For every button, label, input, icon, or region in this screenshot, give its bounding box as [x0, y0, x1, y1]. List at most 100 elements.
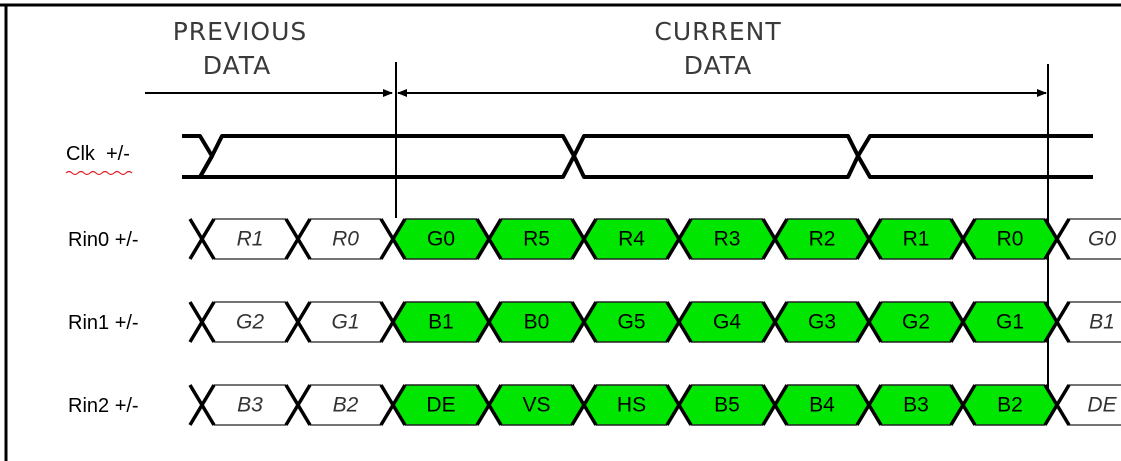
previous-data-cell	[298, 302, 393, 342]
cell-outline	[501, 384, 572, 426]
previous-data-cell	[298, 219, 393, 259]
current-data-cell	[393, 385, 489, 425]
data-transition-cross	[855, 384, 883, 426]
cell-label: R4	[618, 228, 645, 251]
cell-label: B2	[333, 394, 359, 417]
cell-label: R1	[903, 228, 930, 251]
cell-outline	[691, 218, 763, 260]
signal-label: Rin0 +/-	[68, 229, 139, 251]
cell-label: B3	[237, 394, 263, 417]
cell-outline	[310, 218, 381, 260]
cell-label: R3	[714, 228, 741, 251]
cell-label: VS	[522, 394, 550, 417]
cell-label: B4	[809, 394, 835, 417]
previous-data-cell	[202, 219, 298, 259]
cell-label: G5	[617, 311, 645, 334]
data-transition-cross	[761, 301, 789, 343]
cell-outline	[501, 218, 572, 260]
cell-outline	[787, 301, 857, 343]
cell-outline	[975, 384, 1045, 426]
cell-label: R0	[997, 228, 1024, 251]
current-data-cell	[584, 385, 679, 425]
current-data-cell	[775, 219, 869, 259]
data-transition-cross	[949, 301, 977, 343]
current-data-cell	[775, 385, 869, 425]
cell-outline	[881, 384, 951, 426]
cell-label: G2	[236, 311, 264, 334]
cell-label: B1	[1089, 311, 1115, 334]
data-transition-cross	[570, 301, 598, 343]
cell-outline	[881, 301, 951, 343]
data-transition-cross	[1043, 218, 1071, 260]
next-data-cell	[1057, 302, 1121, 342]
data-transition-cross	[379, 218, 407, 260]
previous-data-header-line2: DATA	[203, 51, 271, 80]
data-transition-cross	[855, 218, 883, 260]
cell-label: R1	[237, 228, 264, 251]
data-transition-cross	[665, 384, 693, 426]
previous-data-cell	[298, 385, 393, 425]
data-transition-cross	[570, 218, 598, 260]
data-transition-cross	[949, 384, 977, 426]
data-transition-cross	[570, 384, 598, 426]
data-transition-cross	[475, 301, 503, 343]
data-transition-cross	[665, 218, 693, 260]
cell-label: G4	[713, 311, 741, 334]
cell-outline	[405, 384, 477, 426]
cell-outline	[596, 384, 667, 426]
current-data-cell	[584, 302, 679, 342]
cell-label: G2	[902, 311, 930, 334]
cell-label: B3	[903, 394, 929, 417]
previous-data-cell	[202, 302, 298, 342]
cell-label: R2	[809, 228, 836, 251]
current-data-cell	[489, 219, 584, 259]
cell-outline	[214, 301, 286, 343]
previous-data-header-line1: PREVIOUS	[173, 17, 308, 46]
cell-label: B2	[997, 394, 1023, 417]
current-data-cell	[489, 302, 584, 342]
data-transition-cross	[475, 384, 503, 426]
current-data-cell	[393, 302, 489, 342]
cell-label: R0	[332, 228, 359, 251]
previous-data-cell	[202, 385, 298, 425]
data-transition-cross	[379, 301, 407, 343]
cell-outline	[596, 218, 667, 260]
current-data-cell	[584, 219, 679, 259]
cell-label: G1	[331, 311, 359, 334]
current-data-cell	[963, 302, 1057, 342]
cell-label: G1	[996, 311, 1024, 334]
next-data-cell	[1057, 385, 1121, 425]
cell-label: R5	[523, 228, 550, 251]
data-transition-cross	[475, 218, 503, 260]
cell-outline	[975, 218, 1045, 260]
clock-label: Clk +/-	[66, 143, 130, 165]
cell-outline	[787, 384, 857, 426]
cell-label: G3	[808, 311, 836, 334]
cell-outline	[214, 384, 286, 426]
cell-label: B5	[714, 394, 740, 417]
cell-outline	[975, 301, 1045, 343]
data-transition-cross	[1043, 384, 1071, 426]
cell-label: DE	[426, 394, 455, 417]
data-transition-cross	[1043, 301, 1071, 343]
data-transition-cross	[761, 218, 789, 260]
cell-label: DE	[1087, 394, 1117, 417]
current-data-cell	[393, 219, 489, 259]
current-data-header-line2: DATA	[684, 51, 752, 80]
data-transition-cross	[284, 384, 312, 426]
current-data-cell	[775, 302, 869, 342]
data-transition-cross	[188, 384, 216, 426]
cell-label: B0	[524, 311, 550, 334]
cell-outline	[310, 301, 381, 343]
cell-outline	[691, 301, 763, 343]
cell-label: HS	[617, 394, 646, 417]
data-transition-cross	[665, 301, 693, 343]
cell-outline	[405, 218, 477, 260]
data-transition-cross	[379, 384, 407, 426]
clock-waveform	[182, 134, 1093, 179]
